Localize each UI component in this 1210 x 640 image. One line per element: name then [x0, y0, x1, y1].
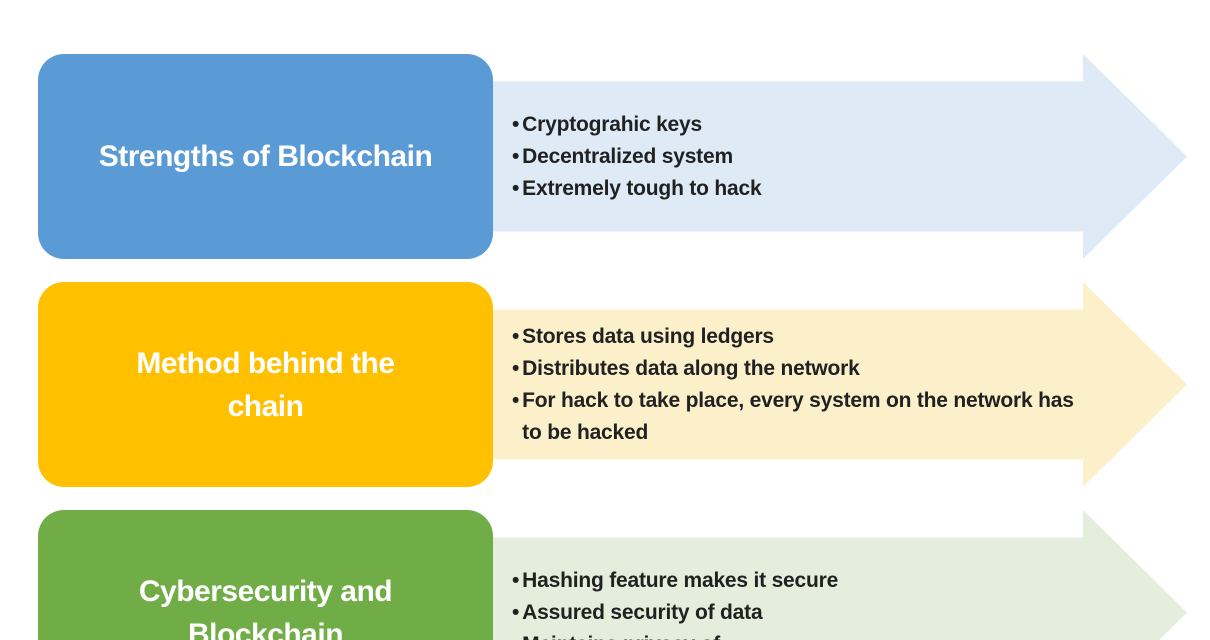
bullet-item: • Maintains privacy of [512, 629, 1085, 640]
arrow-right-icon [490, 54, 1187, 259]
bullet-text: Stores data using ledgers [522, 324, 774, 348]
bullet-text: Maintains privacy of [522, 629, 1085, 640]
arrow-right [490, 54, 1187, 259]
bullet-dot: • [512, 144, 520, 168]
bullet-dot: • [512, 388, 520, 412]
bullet-dot: • [512, 324, 520, 348]
bullet-dot: • [512, 356, 520, 380]
bullet-text: For hack to take place, every system on … [522, 388, 1074, 444]
arrow-right [490, 282, 1187, 487]
bullet-list-strengths: • Cryptograhic keys • Decentralized syst… [512, 81, 1085, 232]
arrow-right-icon [490, 510, 1187, 640]
arrow-right [490, 510, 1187, 640]
bullet-list-method: • Stores data using ledgers • Distribute… [512, 309, 1085, 460]
block-method: Method behind the chain [38, 282, 493, 487]
bullet-dot: • [512, 600, 520, 624]
block-title: Strengths of Blockchain [98, 140, 433, 173]
bullet-list-cybersecurity: • Hashing feature makes it secure • Assu… [512, 537, 1085, 640]
bullet-text: Decentralized system [522, 144, 733, 168]
bullet-text: Cryptograhic keys [522, 112, 702, 136]
bullet-dot: • [512, 176, 520, 200]
bullet-item: • Assured security of data [512, 597, 1085, 629]
block-title: Cybersecurity and Blockchain [138, 574, 393, 640]
block-title: Method behind the chain [136, 346, 395, 423]
bullet-item: • Cryptograhic keys [512, 109, 1085, 141]
bullet-item: • For hack to take place, every system o… [512, 385, 1085, 449]
bullet-text: Extremely tough to hack [522, 176, 762, 200]
bullet-item: • Stores data using ledgers [512, 321, 1085, 353]
arrow-right-icon [490, 282, 1187, 487]
bullet-text: Hashing feature makes it secure [522, 568, 839, 592]
bullet-item: • Hashing feature makes it secure [512, 565, 1085, 597]
bullet-dot: • [512, 112, 520, 136]
block-cybersecurity: Cybersecurity and Blockchain [38, 510, 493, 640]
bullet-item: • Extremely tough to hack [512, 173, 1085, 205]
bullet-item: • Distributes data along the network [512, 353, 1085, 385]
row-method: Method behind the chain • Stores data us… [0, 282, 1210, 487]
bullet-item: • Decentralized system [512, 141, 1085, 173]
bullet-text: Assured security of data [522, 600, 763, 624]
row-cybersecurity: Cybersecurity and Blockchain • Hashing f… [0, 510, 1210, 640]
bullet-dot: • [512, 568, 520, 592]
bullet-text: Distributes data along the network [522, 356, 860, 380]
bullet-dot: • [512, 629, 519, 640]
row-strengths: Strengths of Blockchain • Cryptograhic k… [0, 54, 1210, 259]
block-strengths: Strengths of Blockchain [38, 54, 493, 259]
